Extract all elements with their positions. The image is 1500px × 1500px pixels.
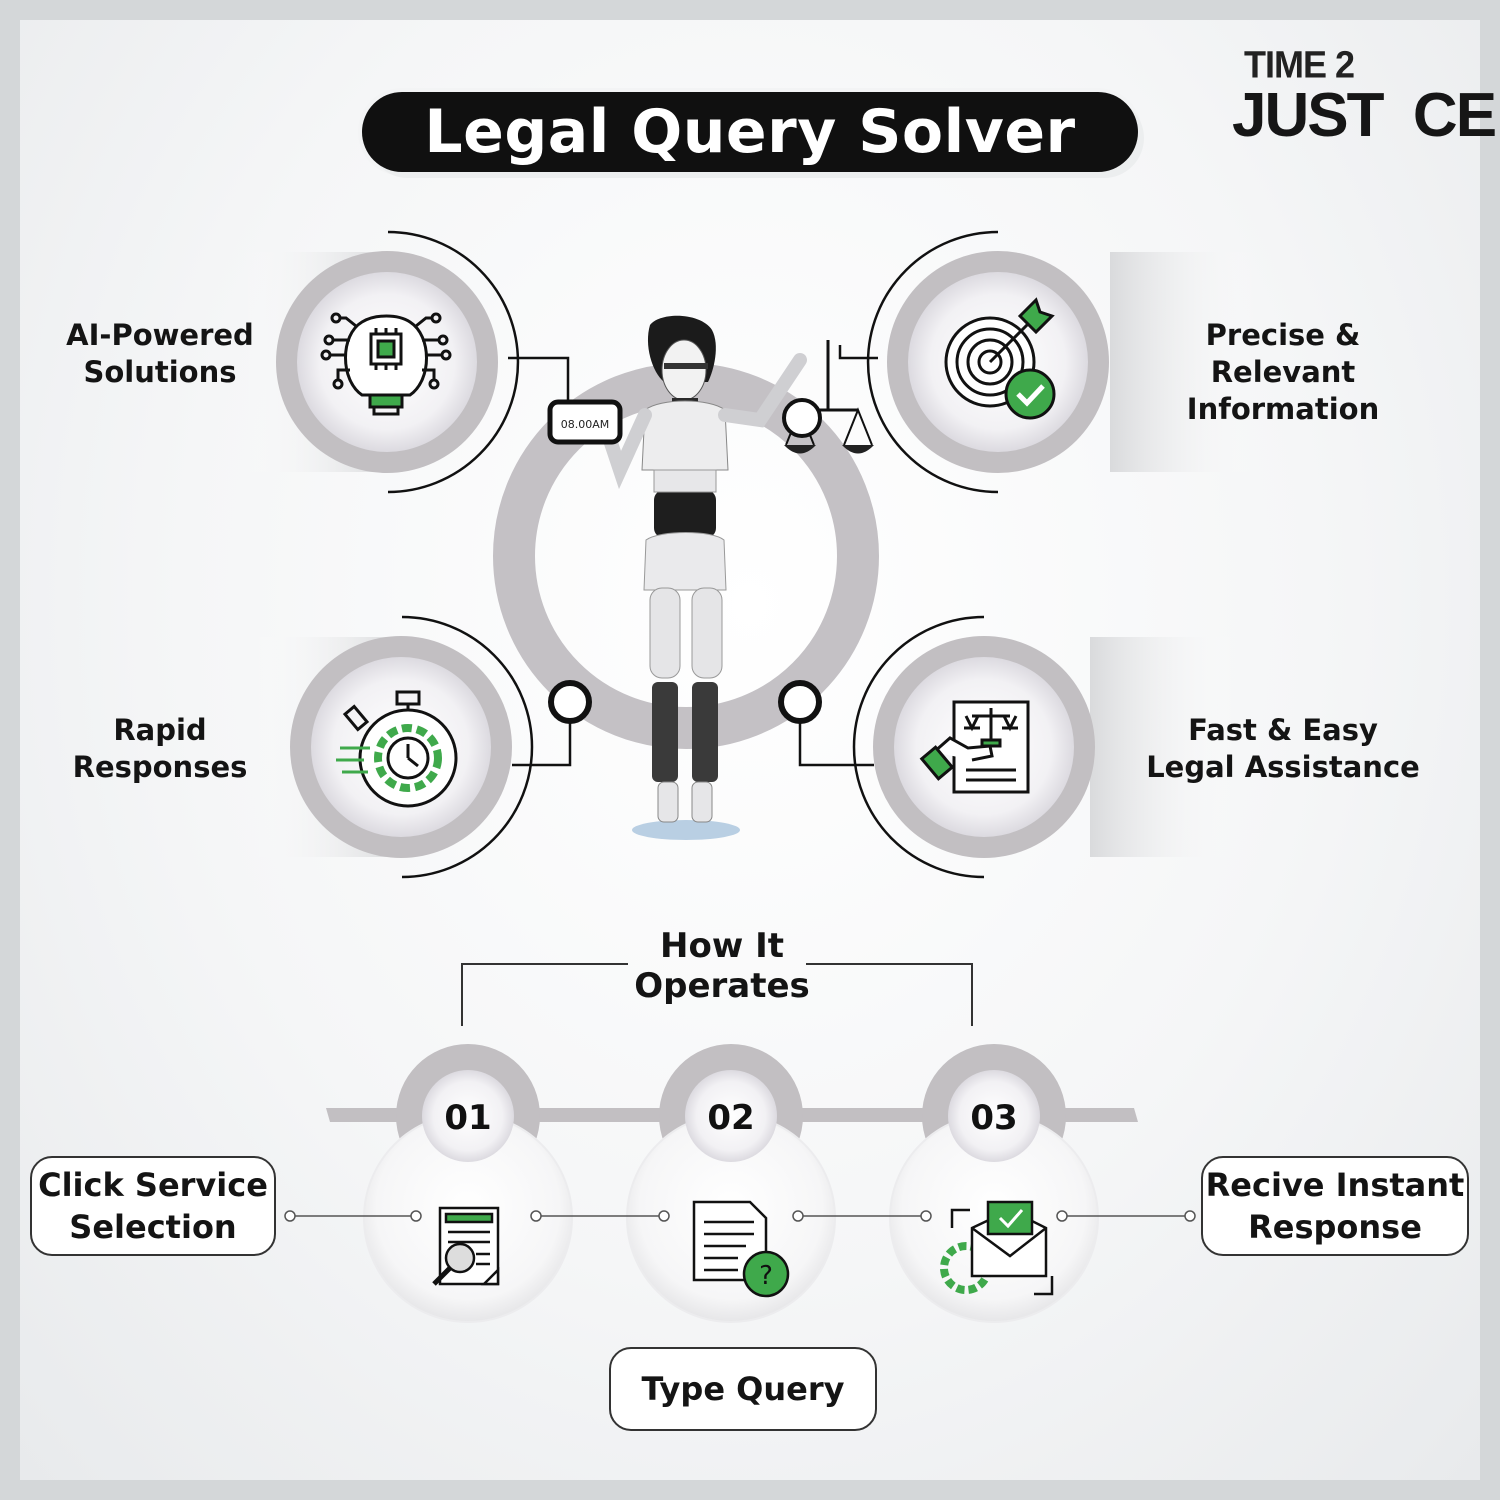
title-banner: Legal Query Solver: [362, 92, 1138, 172]
stopwatch-gear-icon: [336, 690, 458, 808]
feature-band-fast: [1090, 637, 1240, 857]
logo-line-2: JUST CE: [1232, 81, 1497, 150]
feature-band-precise: [1110, 252, 1260, 472]
feature-circle-fast: [778, 615, 1095, 879]
step-02: 02 ?: [626, 1044, 836, 1323]
feature-label-rapid: Rapid Responses: [72, 713, 248, 784]
feature-circle-rapid: [290, 615, 592, 879]
document-search-icon: [432, 1206, 500, 1286]
step-03: 03: [889, 1044, 1099, 1323]
connector-node-right: [778, 680, 822, 724]
feature-circle-ai: [276, 230, 570, 494]
feature-circle-precise: [838, 230, 1109, 494]
bracket-right: [806, 963, 973, 1026]
logo-line-1: TIME 2: [1244, 42, 1355, 86]
step-number-03: 03: [970, 1098, 1017, 1138]
how-it-operates-heading: How It Operates: [634, 926, 810, 1006]
watch-time: 08.00AM: [561, 418, 610, 431]
step-01: 01: [363, 1044, 573, 1323]
email-gear-icon: [940, 1200, 1054, 1296]
brand-logo: TIME 2 JUST CE: [1232, 42, 1497, 150]
step-connectors: [284, 1210, 1196, 1222]
step-number-01: 01: [444, 1098, 491, 1138]
connector-node-left: [548, 680, 592, 724]
robot-watch: 08.00AM: [547, 399, 623, 445]
feature-label-ai: AI-Powered Solutions: [66, 318, 254, 389]
svg-text:?: ?: [759, 1261, 773, 1291]
click-service-selection-box: Click Service Selection: [30, 1156, 276, 1256]
step-number-02: 02: [707, 1098, 754, 1138]
receive-instant-response-box: Recive Instant Response: [1201, 1156, 1469, 1256]
feature-label-precise: Precise & Relevant Information: [1186, 318, 1380, 426]
legal-document-hand-icon: [919, 700, 1030, 794]
feature-label-fast: Fast & Easy Legal Assistance: [1146, 713, 1420, 784]
ai-bulb-chip-icon: [320, 312, 452, 416]
document-question-icon: ?: [692, 1200, 790, 1298]
page-title: Legal Query Solver: [424, 97, 1076, 167]
bracket-left: [461, 963, 628, 1026]
type-query-box: Type Query: [609, 1347, 877, 1431]
robot-illustration: [603, 315, 874, 840]
target-check-icon: [944, 297, 1056, 420]
